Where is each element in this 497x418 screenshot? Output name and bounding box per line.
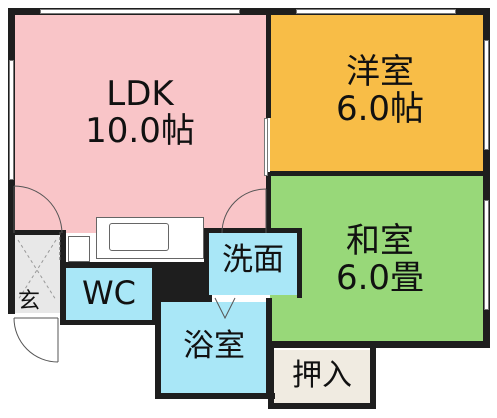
window-ldk-japanese — [264, 118, 268, 176]
wall-top — [8, 8, 490, 15]
wc-name: WC — [82, 274, 136, 312]
washroom-name: 洗面 — [222, 242, 284, 278]
japanese-name: 和室 — [346, 221, 414, 261]
western-name: 洋室 — [346, 52, 414, 92]
wall-wc-right — [152, 262, 160, 324]
wall-bath-left — [155, 295, 161, 399]
storage-box — [68, 236, 90, 262]
ldk-size: 10.0帖 — [85, 110, 195, 151]
wall-ldk-japanese — [266, 172, 271, 232]
wall-wash-top — [204, 228, 302, 233]
western-room — [270, 14, 484, 172]
wall-bath-bottom — [155, 393, 275, 399]
entrance-label: 玄 — [16, 290, 42, 314]
window-right — [484, 40, 489, 150]
washroom — [208, 233, 298, 295]
closet-label: 押入 — [274, 358, 370, 393]
western-size: 6.0帖 — [335, 88, 425, 129]
wall-closet-bottom — [268, 403, 376, 409]
wall-left-lower — [8, 228, 15, 314]
western-label: 洋室 6.0帖 — [310, 54, 450, 127]
wall-wash-right — [297, 228, 302, 298]
window-ldk-top — [40, 9, 240, 14]
bath-room — [160, 302, 268, 394]
ldk-room — [14, 14, 268, 233]
japanese-room — [270, 176, 484, 341]
wall-passage-block — [160, 262, 206, 296]
kitchen-sink — [109, 223, 169, 251]
wc-label: WC — [66, 276, 152, 311]
wall-ldk-western — [266, 8, 271, 118]
wall-western-japanese — [270, 171, 484, 176]
closet — [274, 350, 370, 404]
wall-wc-left — [60, 230, 66, 324]
washroom-label: 洗面 — [208, 242, 298, 278]
window-western-top — [296, 9, 456, 14]
wall-wc-bottom — [60, 320, 160, 325]
window-ldk-left — [9, 60, 14, 180]
window-japanese-right — [484, 200, 489, 310]
wall-closet-right — [370, 345, 376, 407]
entrance-name: 玄 — [17, 289, 40, 314]
wall-right — [483, 8, 490, 348]
bath-label: 浴室 — [160, 328, 268, 364]
wall-wc-top — [60, 262, 158, 268]
japanese-label: 和室 6.0畳 — [310, 223, 450, 296]
ldk-name: LDK — [106, 74, 174, 114]
bath-name: 浴室 — [183, 328, 245, 364]
japanese-size: 6.0畳 — [335, 257, 425, 298]
wall-bath-top — [156, 295, 212, 302]
wall-wash-left — [204, 228, 209, 298]
wc-room — [66, 268, 152, 322]
wall-entrance-top — [8, 230, 64, 235]
ldk-label: LDK 10.0帖 — [70, 76, 210, 149]
closet-name: 押入 — [292, 358, 352, 393]
wall-bottom-right — [268, 341, 490, 348]
wall-closet-left — [268, 345, 274, 407]
